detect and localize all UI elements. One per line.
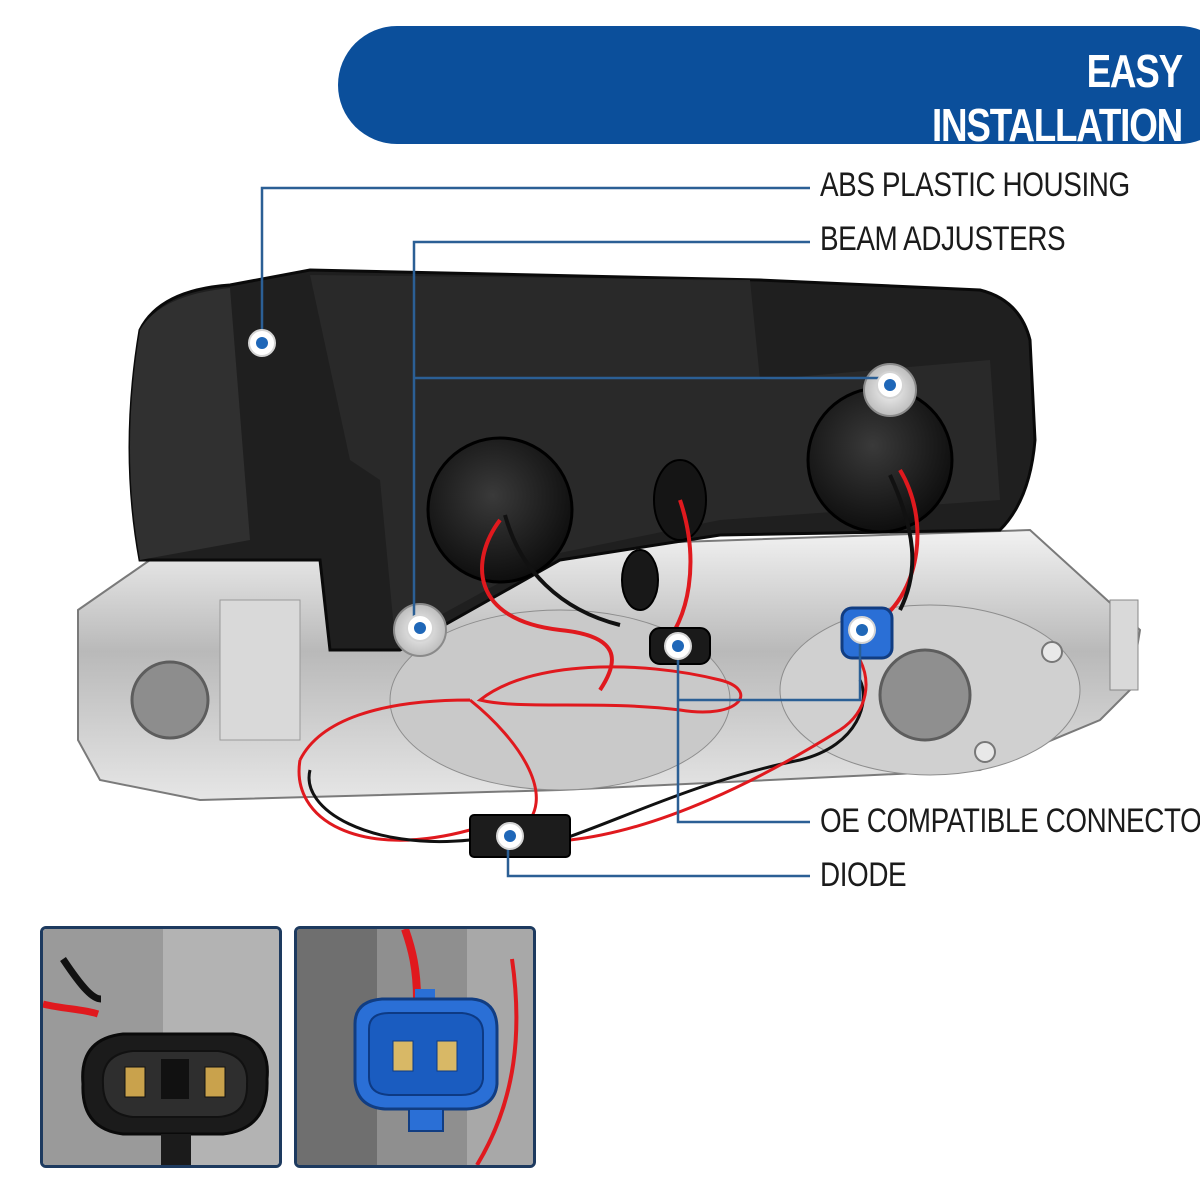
- callout-line-oe-b: [678, 630, 862, 702]
- callout-line-abs: [260, 186, 810, 343]
- wire-black-left: [503, 514, 621, 627]
- harness-loop: [476, 665, 743, 714]
- grommet-lower: [621, 549, 659, 611]
- black-connector-closeup: [43, 929, 279, 1165]
- wire-red-left: [480, 518, 614, 692]
- headlight-assembly-illustration: [77, 186, 1142, 878]
- callout-line-oe-a: [676, 646, 810, 824]
- socket-right: [878, 648, 972, 742]
- inset-black-connector: [40, 926, 282, 1168]
- blue-connector-closeup: [297, 929, 533, 1165]
- harness-to-connector-red: [569, 659, 868, 842]
- wire-red-right: [878, 468, 920, 622]
- socket-left: [130, 660, 210, 740]
- bulb-cap-left: [426, 436, 574, 584]
- pin-bottom: [974, 741, 996, 763]
- callout-label-oe-connectors: OE COMPATIBLE CONNECTORS: [820, 802, 1200, 840]
- bracket-right: [1109, 599, 1139, 691]
- callout-label-diode: DIODE: [820, 856, 907, 894]
- pin-right: [1041, 641, 1063, 663]
- wire-black-right: [888, 474, 915, 611]
- callout-label-abs-housing: ABS PLASTIC HOUSING: [820, 166, 1130, 204]
- chrome-tab: [219, 599, 301, 741]
- inset-blue-connector: [294, 926, 536, 1168]
- header-banner: [338, 26, 1200, 144]
- banner-title: EASY INSTALLATION: [932, 45, 1183, 151]
- callout-line-beam: [412, 240, 810, 628]
- callout-label-beam-adjusters: BEAM ADJUSTERS: [820, 220, 1066, 258]
- housing-left-lens: [130, 288, 250, 560]
